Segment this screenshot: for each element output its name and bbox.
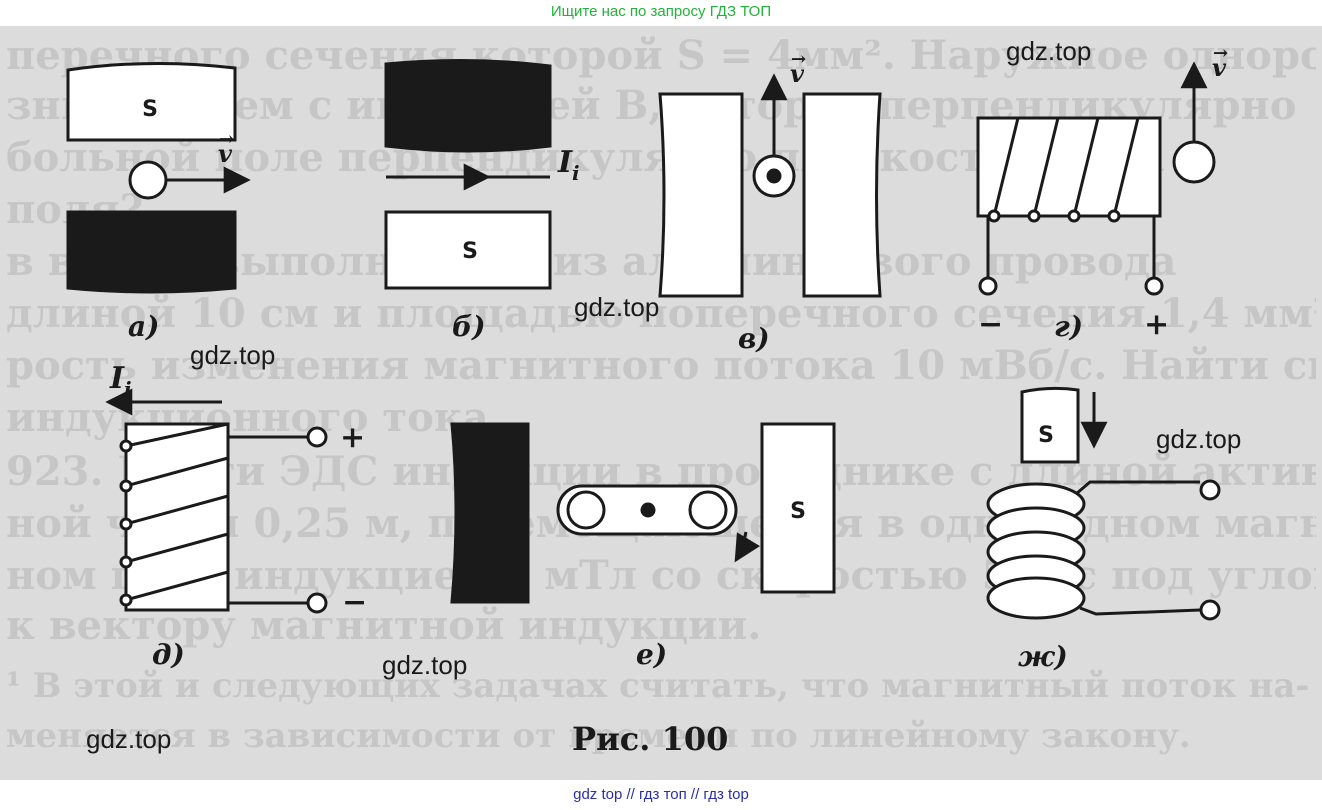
coil-turn: [119, 479, 133, 493]
current-label: Ii: [109, 361, 132, 401]
minus-sign: −: [342, 585, 367, 620]
coil-turn: [987, 209, 1001, 223]
terminal: [1144, 276, 1164, 296]
conductor: [1172, 140, 1216, 184]
coil-turn: [1107, 209, 1121, 223]
panel-g: − + г) v →: [976, 43, 1228, 343]
watermark: gdz.top: [574, 292, 660, 322]
background-text-line: индукционного тока.: [6, 394, 503, 441]
south-magnet: [1020, 386, 1080, 464]
vector-mark: →: [219, 129, 234, 150]
velocity-label: v: [1212, 53, 1227, 82]
solenoid-core: [124, 422, 230, 612]
background-text-line: рость изменения магнитного потока 10 мВб…: [6, 342, 1316, 389]
magnet-label: N: [141, 238, 159, 263]
coil-turn: [1027, 209, 1041, 223]
coil-winding: [125, 422, 229, 602]
current-label: Ii: [557, 145, 580, 185]
panel-zh: S ж): [986, 386, 1221, 673]
rotation-arrow: [734, 531, 761, 563]
velocity-label: v: [790, 59, 805, 88]
magnet-label: S: [142, 97, 158, 122]
terminal: [306, 592, 328, 614]
magnet-label: S: [462, 239, 478, 264]
north-magnet: [66, 210, 237, 294]
magnet-label: S: [1038, 423, 1054, 448]
north-magnet: [450, 422, 530, 604]
coil-turn: [119, 439, 133, 453]
bottom-links[interactable]: gdz top // гдз топ // гдз top: [573, 786, 749, 803]
coil-turn: [119, 555, 133, 569]
panel-a: S v → N а): [66, 61, 251, 343]
coil-turn: [119, 517, 133, 531]
panel-label: е): [636, 638, 667, 671]
watermark: gdz.top: [190, 340, 276, 370]
coil-turn: [119, 593, 133, 607]
panel-label: в): [738, 322, 770, 355]
panel-label: б): [452, 310, 485, 343]
magnet-label: S: [790, 499, 806, 524]
frame-end: [566, 490, 606, 530]
coil-turn: [1067, 209, 1081, 223]
coil-winding: [992, 117, 1140, 217]
north-magnet: [384, 58, 552, 153]
velocity-label: v: [218, 139, 233, 168]
magnet-label: N: [461, 99, 479, 124]
top-banner[interactable]: Ищите нас по запросу ГДЗ ТОП: [550, 3, 772, 20]
panel-label: г): [1054, 310, 1083, 343]
terminal: [306, 426, 328, 448]
magnet-label: N: [481, 499, 499, 524]
terminal: [978, 276, 998, 296]
minus-sign: −: [978, 307, 1003, 342]
panel-label: ж): [1018, 640, 1068, 673]
south-magnet: [760, 422, 836, 594]
conductor: [128, 160, 168, 200]
background-text-line: длиной 10 см и площадью поперечного сече…: [6, 290, 1316, 337]
panel-label: а): [128, 310, 159, 343]
south-magnet: [66, 61, 237, 142]
vector-mark: →: [1213, 43, 1228, 64]
right-magnet: [802, 92, 882, 298]
terminal: [1199, 479, 1221, 501]
figure-caption: Рис. 100: [572, 720, 728, 758]
watermark: gdz.top: [382, 650, 468, 680]
panel-d: Ii + − д): [105, 361, 367, 671]
watermark: gdz.top: [1156, 424, 1242, 454]
panel-label: д): [152, 638, 185, 671]
terminal: [1199, 599, 1221, 621]
background-text-line: больной поле перпендикулярно плоскости в…: [6, 134, 1165, 181]
panel-b: N Ii S б): [384, 58, 580, 343]
panel-c: v → в): [658, 49, 882, 355]
background-text-line: ¹ В этой и следующих задачах считать, чт…: [6, 666, 1310, 706]
frame-end: [688, 490, 728, 530]
current-out-dot: [766, 168, 782, 184]
background-text-line: меняется в зависимости от времени по лин…: [6, 716, 1191, 756]
watermark: gdz.top: [86, 724, 172, 754]
current-out-dot: [640, 502, 656, 518]
vector-mark: →: [791, 49, 806, 70]
lead-wire: [1075, 480, 1200, 496]
panel-e: N S е): [450, 422, 836, 671]
south-magnet: [384, 210, 552, 290]
watermark: gdz.top: [1006, 36, 1092, 66]
lead-wire: [1079, 606, 1201, 616]
plus-sign: +: [340, 420, 365, 455]
coil-turn: [986, 576, 1086, 620]
solenoid-core: [976, 116, 1162, 218]
left-magnet: [658, 92, 744, 298]
plus-sign: +: [1144, 307, 1169, 342]
